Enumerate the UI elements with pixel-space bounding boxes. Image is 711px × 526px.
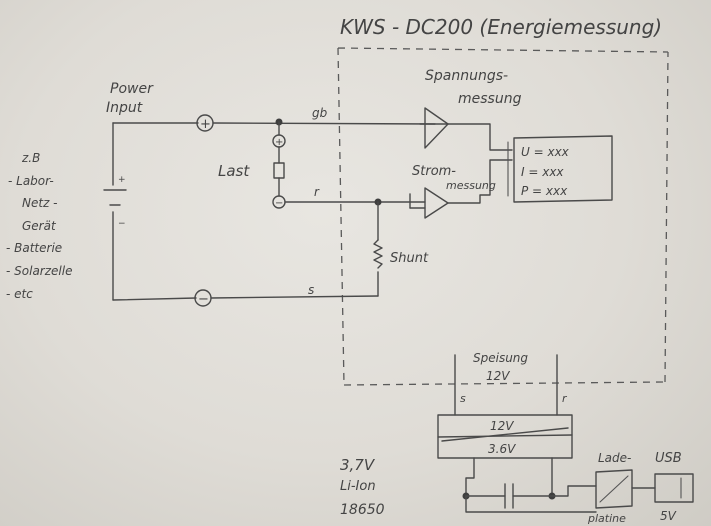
- power-input-label-2: Input: [106, 100, 143, 116]
- battery-wiring: [462, 457, 597, 513]
- plus-terminal-symbol: +: [200, 117, 211, 132]
- diagram-title: KWS - DC200 (Energiemessung): [340, 15, 662, 39]
- device-enclosure: [337, 47, 669, 386]
- battery-model: 18650: [340, 502, 385, 518]
- source-plus-mark: +: [118, 175, 126, 185]
- charger-label-2: platine: [587, 512, 626, 525]
- load-label: Last: [218, 162, 250, 180]
- battery-voltage: 3,7V: [340, 456, 376, 474]
- display-box: [507, 135, 613, 203]
- converter-block: [437, 414, 573, 459]
- source-item: - Solarzelle: [6, 264, 72, 278]
- source-symbol: + −: [103, 122, 127, 301]
- wire-label-s: s: [308, 283, 314, 297]
- current-amplifier: [409, 159, 513, 219]
- supply-wire-s: s: [460, 392, 466, 405]
- load-plus-symbol: +: [275, 137, 283, 148]
- usb-voltage: 5V: [660, 509, 677, 523]
- shunt-label: Shunt: [390, 251, 429, 266]
- source-minus-mark: −: [118, 219, 126, 229]
- load-branch: + −: [272, 118, 286, 209]
- display-line-p: P = xxx: [521, 184, 568, 198]
- source-item: Netz -: [22, 196, 58, 210]
- wire-label-r: r: [314, 185, 320, 199]
- supply-label-2: 12V: [486, 369, 510, 383]
- converter-12v: 12V: [490, 419, 514, 433]
- current-measure-label-2: messung: [446, 179, 496, 192]
- converter-3v6: 3.6V: [488, 442, 516, 456]
- positive-wire: +: [112, 114, 436, 132]
- voltage-measure-label-2: messung: [458, 91, 522, 107]
- source-item: - Labor-: [8, 174, 54, 188]
- display-line-i: I = xxx: [521, 165, 564, 179]
- wire-label-gb: gb: [312, 106, 328, 120]
- usb-label: USB: [655, 451, 682, 466]
- display-line-u: U = xxx: [521, 145, 570, 159]
- supply-label-1: Speisung: [473, 351, 528, 365]
- supply-wire-r: r: [562, 392, 568, 405]
- charger-label-1: Lade-: [598, 451, 631, 465]
- battery-type: Li-Ion: [340, 479, 376, 494]
- source-item: z.B: [21, 151, 40, 165]
- source-item: Gerät: [22, 219, 57, 233]
- negative-wire: −: [112, 289, 379, 307]
- supply-lines: [454, 354, 558, 416]
- charger-board: [595, 469, 656, 509]
- voltage-measure-label-1: Spannungs-: [425, 68, 508, 84]
- minus-terminal-symbol: −: [198, 292, 209, 307]
- shunt-resistor: [373, 201, 383, 297]
- power-input-label-1: Power: [110, 81, 154, 97]
- source-list: z.B - Labor- Netz - Gerät - Batterie - S…: [6, 151, 72, 301]
- usb-block: [654, 473, 694, 503]
- current-measure-label-1: Strom-: [412, 164, 456, 179]
- voltage-amplifier: [419, 107, 513, 151]
- source-item: - etc: [6, 287, 33, 301]
- source-item: - Batterie: [6, 241, 62, 255]
- load-minus-symbol: −: [275, 198, 283, 209]
